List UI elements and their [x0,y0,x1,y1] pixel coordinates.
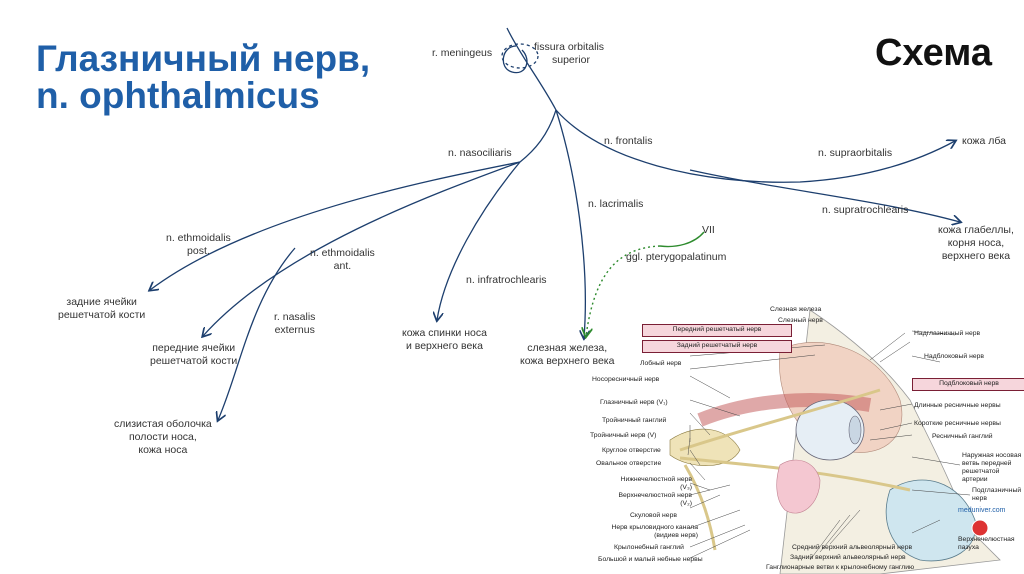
anatomy-drawing: meduniver.com [669,309,1006,574]
ethmoidal-post-nerve [150,161,521,290]
anat-label-foramen-rotundum: Круглое отверстие [602,447,661,454]
label-perednie-yacheiki: передние ячейки решетчатой кости [150,342,237,368]
anat-label-middle-alveolar: Средний верхний альвеолярный нерв [792,544,913,551]
label-spinka-2: и верхнего века [405,340,483,352]
muscle-band [697,393,872,427]
label-frontalis: n. frontalis [604,135,653,147]
label-koza-spinki: кожа спинки носа и верхнего века [402,327,487,353]
anat-label-ext-nasal: Наружная носовая ветвь передней решетчат… [962,452,1022,483]
anat-box-infratrochlear: Подблоковый нерв [912,378,1024,391]
label-eth-ant-2: ant. [333,260,352,272]
anat-label-vidian: Нерв крыловидного канала (видиев нерв) [611,524,698,539]
label-slez-2: кожа верхнего века [520,355,615,367]
label-sliz-3: кожа носа [138,444,188,456]
anat-label-zygomatic: Скуловой нерв [630,512,677,519]
label-lacrimalis: n. lacrimalis [588,198,644,210]
anat-label-supraorbital: Надглазничный нерв [914,330,981,337]
label-eth-post-1: n. ethmoidalis [166,232,231,244]
label-vii: VII [702,224,715,236]
label-supratrochlearis: n. supratrochlearis [822,204,909,216]
anat-label-infraorbital: Подглазничный нерв [972,487,1022,502]
label-supraorbitalis: n. supraorbitalis [818,147,893,159]
anat-box-posterior-ethmoidal: Задний решетчатый нерв [642,340,792,353]
anat-label-maxillary-sinus: Верхнечелюстная пазуха [958,536,1015,551]
label-per-2: решетчатой кости [150,355,238,367]
anat-label-v1: Глазничный нерв (V₁) [600,399,668,406]
label-sliz-1: слизистая оболочка [114,418,212,430]
anat-label-ganglionic-branches: Ганглионарные ветви к крылонебному гангл… [766,564,915,571]
label-eth-ant-1: n. ethmoidalis [310,247,375,259]
label-per-1: передние ячейки [152,342,236,354]
nasociliaris-nerve [519,109,557,163]
anatomy-illustration: meduniver.com Слезная железа Слезный нер… [580,290,1024,574]
anat-label-trig-nerve: Тройничный нерв (V) [590,432,657,439]
label-nasalis-2: externus [274,324,315,336]
nerve-v1 [679,388,881,452]
label-infratrochlearis: n. infratrochlearis [466,274,547,286]
label-eth-post-2: post. [187,245,210,257]
label-meningeus: r. meningeus [432,47,493,59]
meningeal-branch [502,45,528,74]
label-sliz-2: полости носа, [128,431,197,443]
anat-label-trig-ganglion: Тройничный ганглий [602,417,667,424]
watermark-logo [971,519,989,537]
label-nasociliaris: n. nasociliaris [448,147,512,159]
trigeminal-ganglion [669,428,741,466]
label-zad-1: задние ячейки [66,296,137,308]
nerve-v3 [683,464,717,551]
label-ethmoidalis-post: n. ethmoidalis post. [166,232,231,258]
label-nasalis-1: r. nasalis [274,311,316,323]
supratrochlearis-nerve [689,169,960,222]
anat-label-posterior-alveolar: Задний верхний альвеолярный нерв [790,554,906,561]
anat-label-short-ciliary: Короткие ресничные нервы [914,420,1001,427]
anat-label-long-ciliary: Длинные ресничные нервы [914,402,1001,409]
maxillary-sinus [886,479,976,562]
pink-region [776,459,821,514]
label-zadnie-yacheiki: задние ячейки решетчатой кости [58,296,145,322]
label-slez-1: слезная железа, [527,342,608,354]
anat-label-lacrimal-nerve: Слезный нерв [778,317,823,324]
page-title: Глазничный нерв, n. ophthalmicus [36,40,370,114]
label-slizistaya: слизистая оболочка полости носа, кожа но… [114,418,212,457]
scheme-label: Схема [874,32,992,74]
label-spinka-1: кожа спинки носа [402,327,487,339]
infratrochlear-nerve [437,161,521,320]
fissure-circle [501,43,539,69]
anat-label-foramen-ovale: Овальное отверстие [596,460,662,467]
eye-pupil [848,415,862,445]
label-glabella-3: верхнего века [941,250,1011,262]
title-line-1: Глазничный нерв, [36,38,371,79]
label-koza-lba: кожа лба [962,135,1006,147]
anat-box-anterior-ethmoidal: Передний решетчатый нерв [642,324,792,337]
ethmoidal-ant-nerve [203,161,521,336]
label-nasalis: r. nasalis externus [274,311,315,337]
label-fissura-1: fissura orbitalis [534,41,605,53]
anat-label-lacrimal-gland: Слезная железа [770,306,822,313]
anat-label-supratrochlear: Надблоковый нерв [924,353,985,360]
label-slezna-zheleza: слезная железа, кожа верхнего века [520,342,614,368]
lacrimalis-nerve [555,109,585,338]
anat-label-v2: Верхнечелюстной нерв (V₂) [618,492,692,507]
label-glabella: кожа глабеллы, корня носа, верхнего века [938,224,1014,263]
anat-label-pterygopalatine: Крылонебный ганглий [614,544,684,551]
anatomy-watermark: meduniver.com [958,507,1006,514]
facial-branch [659,231,705,248]
anat-label-ciliary-ganglion: Ресничный ганглий [932,433,993,440]
label-fissura-2: superior [552,54,590,66]
label-glabella-2: корня носа, [947,237,1005,249]
anat-label-palatine: Большой и малый небные нервы [598,556,703,563]
frontalis-nerve [555,109,955,183]
eyeball [795,399,865,461]
anat-label-v3: Нижнечелюстной нерв (V₃) [620,476,692,491]
anat-label-nasociliary: Носоресничный нерв [592,376,660,383]
label-glabella-1: кожа глабеллы, [938,224,1014,236]
title-line-2: n. ophthalmicus [36,75,320,116]
label-ethmoidalis-ant: n. ethmoidalis ant. [310,247,375,273]
nasal-ext-nerve [218,247,296,420]
label-ggl: ggl. pterygopalatinum [626,251,727,263]
anat-label-frontal-nerve: Лобный нерв [640,360,682,367]
label-zad-2: решетчатой кости [58,309,146,321]
trunk-nerve [506,27,557,111]
